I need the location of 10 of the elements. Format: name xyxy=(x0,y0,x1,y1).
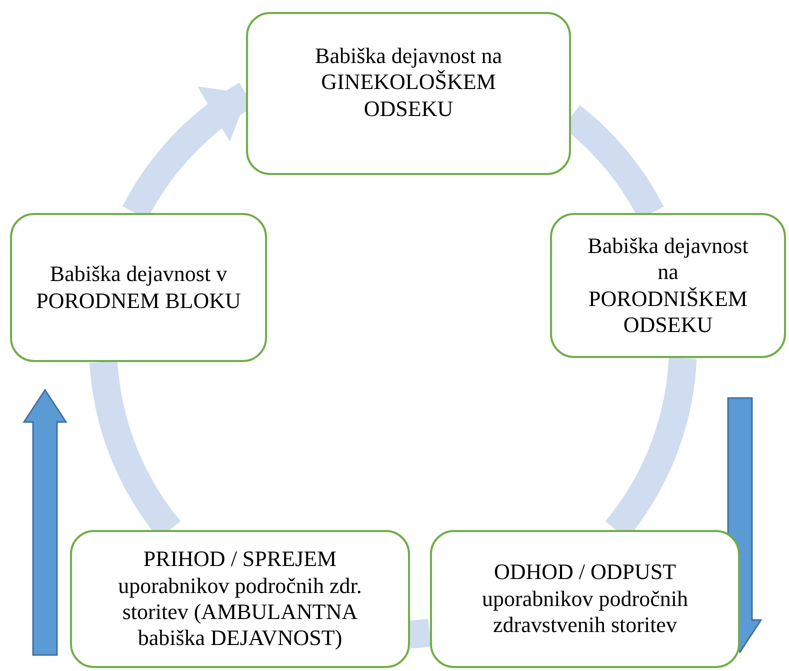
box-text: Babiška dejavnost v PORODNEM BLOKU xyxy=(36,261,241,314)
box-text: ODHOD / ODPUST uporabnikov področnih zdravstvenih storitev xyxy=(481,559,689,639)
process-box xyxy=(430,530,740,668)
box-text: PRIHOD / SPREJEM uporabnikov področnih zdr. storitev (AMBULANTNA babiška DEJAVNOST) xyxy=(117,546,363,652)
box-text: Babiška dejavnost na PORODNIŠKEM ODSEKU xyxy=(586,232,750,338)
box-text: Babiška dejavnost na GINEKOLOŠKEM ODSEKU xyxy=(314,42,503,122)
process-box xyxy=(246,12,571,175)
process-box xyxy=(550,213,786,358)
process-box xyxy=(10,213,267,362)
process-box xyxy=(70,530,410,668)
